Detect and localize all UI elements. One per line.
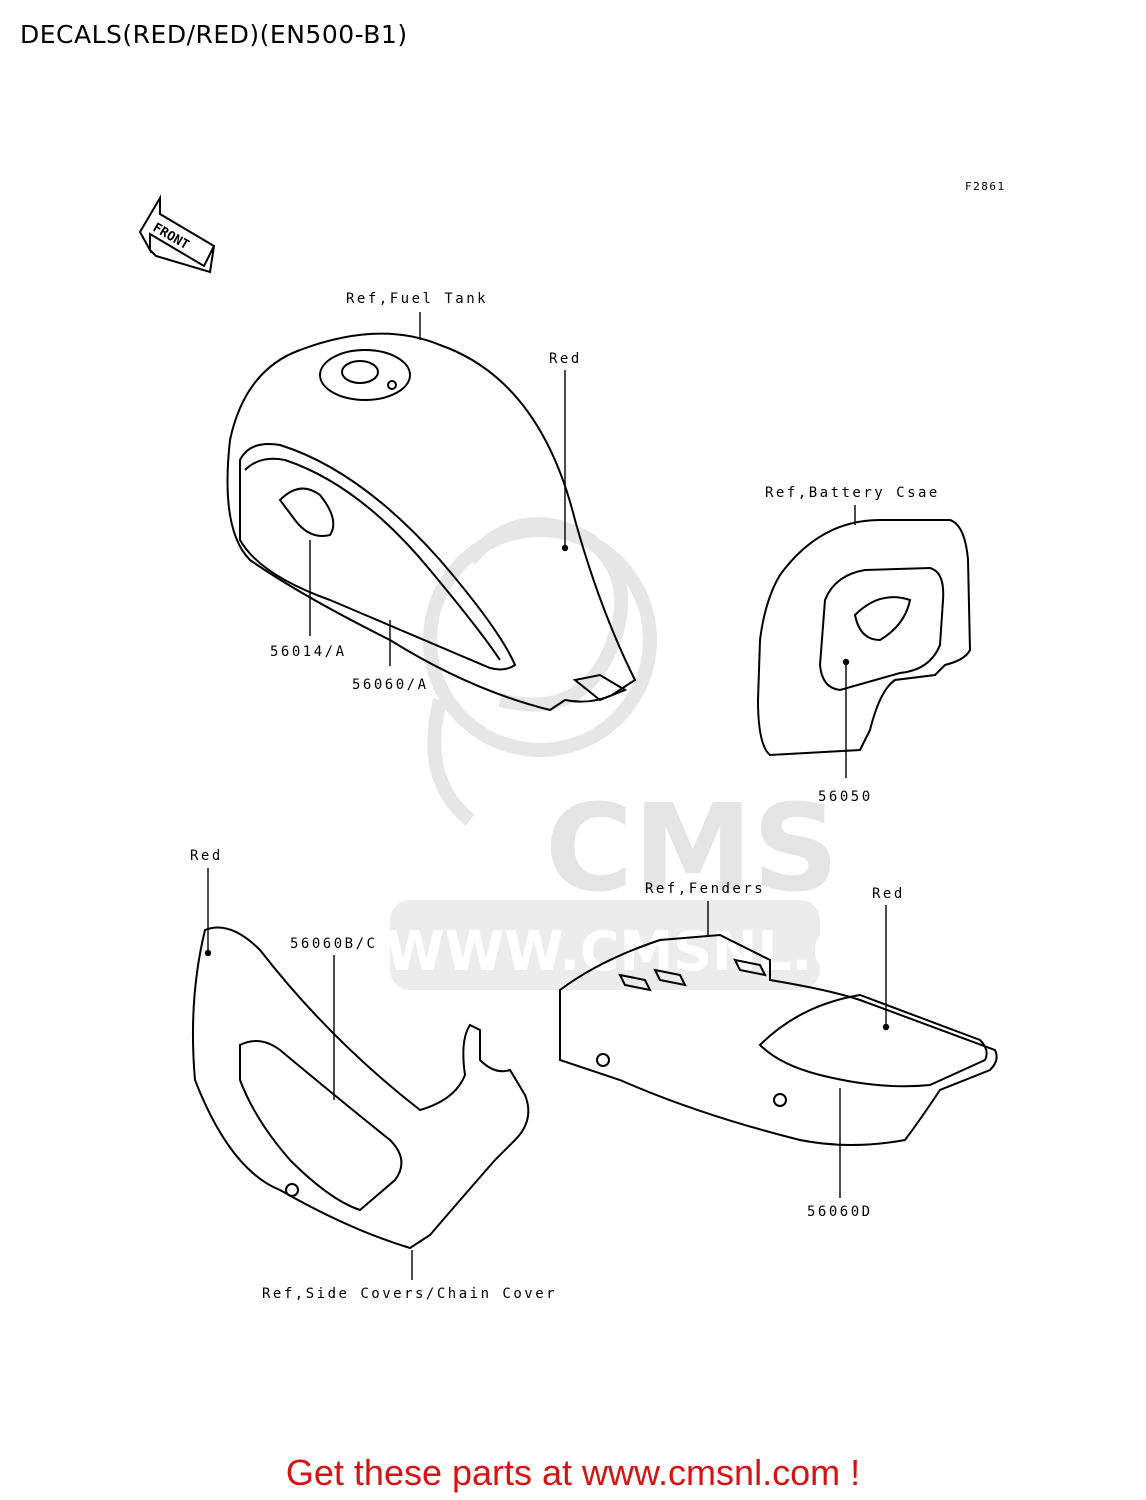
- leader-lines: [204, 312, 890, 1280]
- fenders-illustration: [559, 933, 998, 1146]
- label-ref-fuel-tank: Ref,Fuel Tank: [346, 291, 488, 307]
- label-part-56050: 56050: [818, 789, 873, 805]
- watermark: CMS WWW.CMSNL.COM: [385, 517, 951, 990]
- figure-code: F2861: [965, 180, 1006, 193]
- label-red-fender: Red: [872, 886, 905, 902]
- label-red-side-cover: Red: [190, 848, 223, 864]
- label-part-56060d: 56060D: [807, 1204, 873, 1220]
- watermark-logo: CMS: [545, 780, 839, 919]
- footer-link[interactable]: Get these parts at www.cmsnl.com !: [285, 1452, 861, 1493]
- label-part-56060a: 56060/A: [352, 677, 429, 693]
- parts-diagram: CMS WWW.CMSNL.COM F2861 FRONT: [138, 180, 1006, 1302]
- label-ref-side-covers: Ref,Side Covers/Chain Cover: [262, 1286, 557, 1302]
- battery-case-illustration: [756, 519, 972, 757]
- label-ref-battery-case: Ref,Battery Csae: [765, 485, 940, 501]
- label-red-tank: Red: [549, 351, 582, 367]
- footer-banner: Get these parts at www.cmsnl.com !: [0, 1452, 1146, 1494]
- label-part-56060bc: 56060B/C: [290, 936, 377, 952]
- label-part-56014a: 56014/A: [270, 644, 347, 660]
- page-title: DECALS(RED/RED)(EN500-B1): [20, 20, 408, 49]
- label-ref-fenders: Ref,Fenders: [645, 881, 765, 897]
- fuel-tank-illustration: [226, 332, 637, 712]
- side-cover-illustration: [191, 926, 530, 1250]
- front-arrow: FRONT: [138, 194, 216, 274]
